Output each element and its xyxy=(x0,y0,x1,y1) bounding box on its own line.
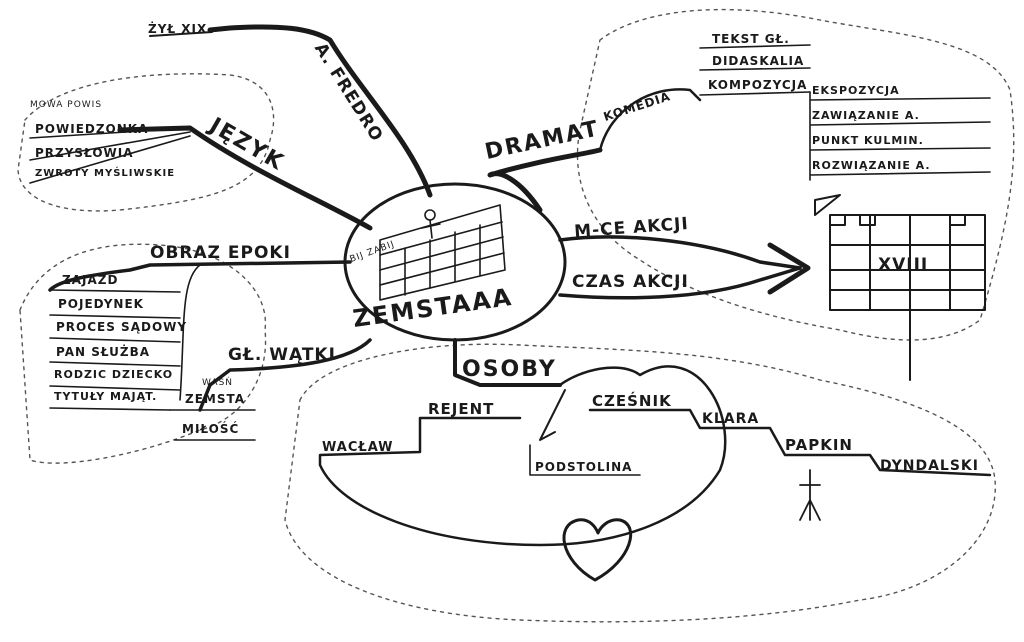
era-label: ŻYŁ XIX xyxy=(148,22,208,36)
heart-icon xyxy=(562,518,632,582)
threads-note: WAŚŃ xyxy=(202,378,234,388)
epoch-item: PROCES SĄDOWY xyxy=(56,320,188,334)
epoch-item: POJEDYNEK xyxy=(58,297,144,311)
cloud-outlines xyxy=(17,8,1015,623)
time-label: CZAS AKCJI xyxy=(572,272,689,292)
drama-feature: KOMPOZYCJA xyxy=(708,78,808,92)
language-item: POWIEDZONKA xyxy=(35,122,149,136)
castle-icon xyxy=(814,194,986,381)
character-name: PODSTOLINA xyxy=(535,460,633,474)
character-name: DYNDALSKI xyxy=(880,458,979,474)
character-name: KLARA xyxy=(702,411,760,427)
epoch-item: RODZIC DZIECKO xyxy=(54,368,174,381)
characters-label: OSOBY xyxy=(462,357,557,382)
language-item: PRZYSŁOWIA xyxy=(35,146,134,160)
epoch-item: TYTUŁY MAJĄT. xyxy=(54,390,158,403)
composition-item: ZAWIĄZANIE A. xyxy=(812,109,920,122)
brick-wall-icon xyxy=(379,204,506,301)
drama-feature: TEKST GŁ. xyxy=(712,32,790,46)
epoch-item: PAN SŁUŻBA xyxy=(56,345,150,359)
threads-item: MIŁOŚĆ xyxy=(182,422,240,436)
epoch-item: ZAJAZD xyxy=(62,273,119,287)
threads-item: ZEMSTA xyxy=(185,392,246,406)
character-name: PAPKIN xyxy=(785,436,853,454)
epoch-label: OBRAZ EPOKI xyxy=(150,243,291,263)
composition-item: PUNKT KULMIN. xyxy=(812,134,924,147)
drama-feature: DIDASKALIA xyxy=(712,54,805,68)
language-item: ZWROTY MYŚLIWSKIE xyxy=(35,168,176,179)
language-note: MOWA POWIS xyxy=(30,100,103,110)
character-name: CZEŚNIK xyxy=(592,392,672,410)
century-label: XVIII xyxy=(878,255,929,275)
composition-item: ROZWIĄZANIE A. xyxy=(812,159,931,172)
composition-item: EKSPOZYCJA xyxy=(812,84,900,97)
character-name: WACŁAW xyxy=(322,440,394,455)
character-name: REJENT xyxy=(428,400,495,418)
threads-label: GŁ. WĄTKI xyxy=(228,345,336,365)
